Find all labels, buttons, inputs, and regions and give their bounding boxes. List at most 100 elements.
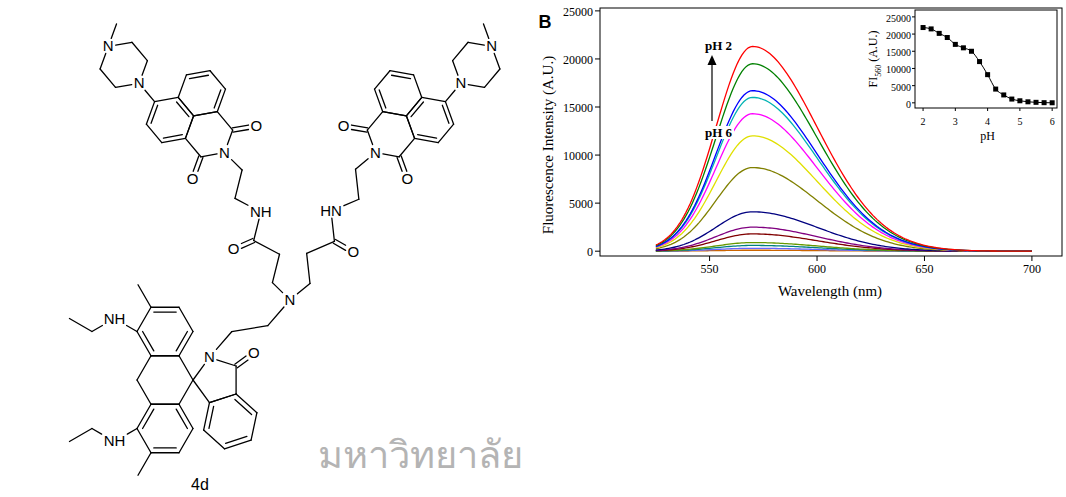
tick-label: 15000	[563, 102, 593, 114]
tick-label: 4	[985, 117, 990, 127]
chemical-bond	[351, 129, 366, 132]
atom-label: NH	[250, 204, 272, 219]
atom-label: N	[219, 145, 230, 160]
chemical-bond	[210, 71, 225, 89]
trend-arrow-head	[708, 55, 717, 65]
chemical-bond	[204, 430, 225, 449]
chemical-bond	[375, 71, 390, 89]
tick-label-holder: 4	[985, 112, 990, 128]
chemical-bond	[178, 75, 186, 98]
chemical-bond	[272, 254, 279, 282]
chemical-bond	[383, 112, 407, 116]
data-marker	[953, 42, 958, 47]
chemical-bond	[127, 326, 137, 332]
chemical-bond	[227, 130, 232, 145]
data-marker	[1009, 97, 1014, 102]
atom-label-holder: N	[134, 75, 145, 91]
spectrum-curve	[656, 212, 1032, 251]
chemical-bond	[132, 42, 147, 60]
chemical-bond	[151, 404, 179, 405]
chemical-bond	[176, 332, 187, 351]
tick-label: 5000	[891, 83, 911, 93]
atom-label: N	[370, 145, 381, 160]
chemical-bond	[438, 124, 453, 142]
chemical-bond	[217, 89, 225, 112]
chemical-bond	[193, 364, 204, 380]
tick-mark	[987, 108, 988, 111]
atom-label: O	[228, 241, 240, 256]
tick-label: 0	[587, 246, 593, 258]
chemical-bond	[232, 160, 243, 170]
data-marker	[921, 25, 926, 30]
atom-label-holder: N	[486, 38, 497, 54]
atom-label: O	[402, 171, 414, 186]
tick-mark	[955, 108, 956, 111]
chemical-bond	[209, 394, 236, 403]
chemical-bond	[138, 453, 151, 476]
tick-label-holder: 2	[921, 112, 926, 128]
tick-mark	[709, 256, 710, 261]
data-marker	[937, 31, 942, 36]
chemical-bond	[422, 97, 446, 101]
atom-label: HN	[320, 203, 342, 218]
watermark: มหาวิทยาลัย	[318, 436, 523, 474]
chemical-bond	[406, 116, 414, 139]
atom-label-holder: NH	[104, 433, 126, 449]
atom-label: NH	[104, 433, 126, 448]
chemical-bond	[179, 380, 193, 404]
ph-annotation-holder: pH 2	[703, 37, 734, 53]
ph-annotation: pH 2	[703, 39, 734, 52]
tick-label: 5	[1017, 117, 1022, 127]
chemical-bond	[233, 129, 248, 132]
chemical-bond	[116, 85, 132, 88]
data-marker	[1017, 98, 1022, 103]
tick-label-holder: 0	[587, 243, 593, 259]
chemical-bond	[194, 112, 218, 116]
tick-label: 25000	[886, 14, 911, 24]
chemical-bond	[137, 380, 151, 404]
chemical-bond	[69, 428, 92, 441]
atom-label-holder: N	[285, 292, 296, 308]
atom-label-holder: N	[103, 38, 114, 54]
chemical-bond	[383, 112, 407, 116]
axis-title: pH	[980, 130, 995, 142]
chemical-bond	[179, 307, 193, 331]
chemical-bond	[232, 125, 248, 128]
tick-label-holder: 550	[701, 260, 719, 276]
axis-title: FI	[867, 77, 879, 88]
chemical-bond	[198, 158, 203, 172]
chemical-bond	[442, 105, 449, 123]
chemical-bond	[483, 24, 488, 39]
compound-number-holder: 4d	[191, 477, 209, 493]
tick-label: 15000	[886, 48, 911, 58]
chemical-bond	[268, 307, 284, 326]
tick-label-holder: 20000	[563, 51, 593, 67]
chemical-bond	[209, 406, 214, 428]
tick-label-holder: 5	[1017, 112, 1022, 128]
tick-mark	[1031, 256, 1032, 261]
tick-label: 650	[915, 263, 933, 275]
chemical-bond	[235, 170, 242, 198]
axis-title-holder: Wavelength (nm)	[778, 283, 882, 299]
chemical-bond	[356, 169, 359, 199]
chemical-bond	[445, 102, 453, 125]
chemical-bond	[468, 85, 484, 88]
tick-mark	[595, 58, 600, 59]
atom-label-holder: O	[348, 244, 360, 260]
tick-mark	[595, 10, 600, 11]
atom-label: O	[248, 345, 260, 360]
chemical-bond	[143, 409, 154, 428]
chemical-bond	[151, 307, 179, 308]
atom-label-holder: N	[204, 349, 215, 365]
axis-title: Fluorescence Intensity (A.U.)	[541, 56, 556, 234]
tick-label-holder: 10000	[886, 60, 911, 76]
watermark-holder: มหาวิทยาลัย	[318, 436, 523, 474]
data-marker	[1050, 100, 1055, 105]
tick-label-holder: 700	[1023, 260, 1041, 276]
chemical-bond	[235, 399, 252, 414]
tick-label: 700	[1023, 263, 1041, 275]
chemical-bond	[145, 90, 155, 101]
chemical-bond	[151, 105, 158, 123]
tick-label: 2	[921, 117, 926, 127]
